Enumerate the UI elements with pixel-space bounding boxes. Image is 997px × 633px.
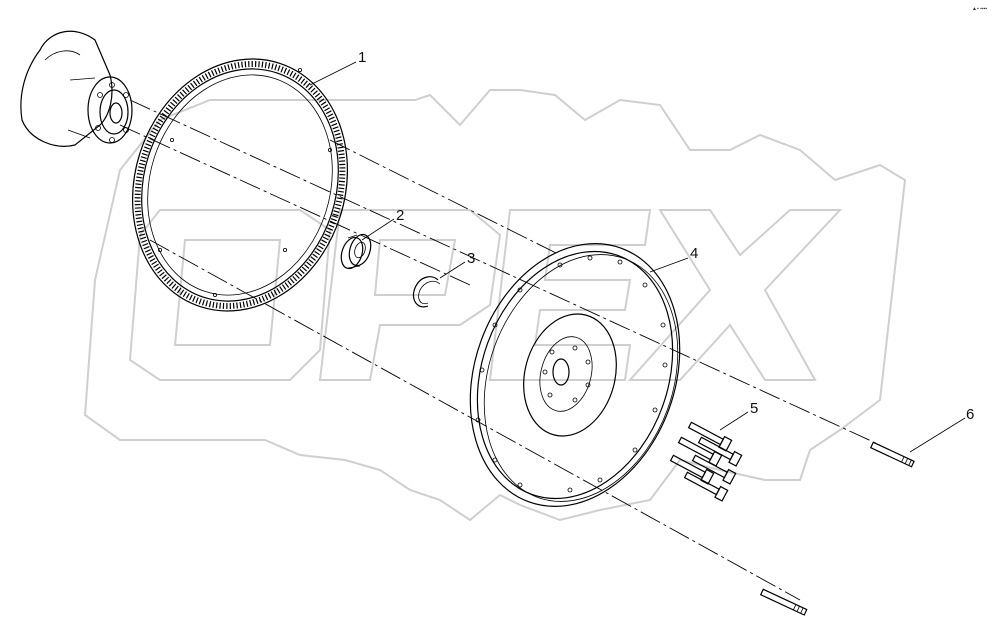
- callout-2: 2: [396, 207, 404, 224]
- flywheel: [469, 243, 681, 507]
- callout-1: 1: [358, 49, 366, 66]
- flywheel-bolt-holes: [542, 345, 591, 403]
- ring-gear: [131, 58, 349, 312]
- callout-6: 6: [966, 406, 974, 423]
- snap-ring: [412, 276, 441, 308]
- centerlines: [119, 99, 881, 601]
- corner-mark: ▲▪ ▪▪▪▪: [972, 6, 987, 12]
- callout-5: 5: [750, 400, 758, 417]
- watermark-gear: [83, 89, 907, 522]
- flywheel-rim-holes: [475, 255, 668, 493]
- flywheel-bolts: [669, 421, 743, 502]
- callout-3: 3: [467, 250, 475, 267]
- leader-lines: [309, 61, 966, 453]
- pilot-bearing: [340, 233, 372, 270]
- dowel-pin-upper: [869, 441, 915, 468]
- watermark-text-opex: [128, 209, 843, 381]
- crankshaft-flange: [20, 30, 133, 147]
- dowel-pin-lower: [759, 588, 808, 616]
- callout-4: 4: [690, 245, 698, 262]
